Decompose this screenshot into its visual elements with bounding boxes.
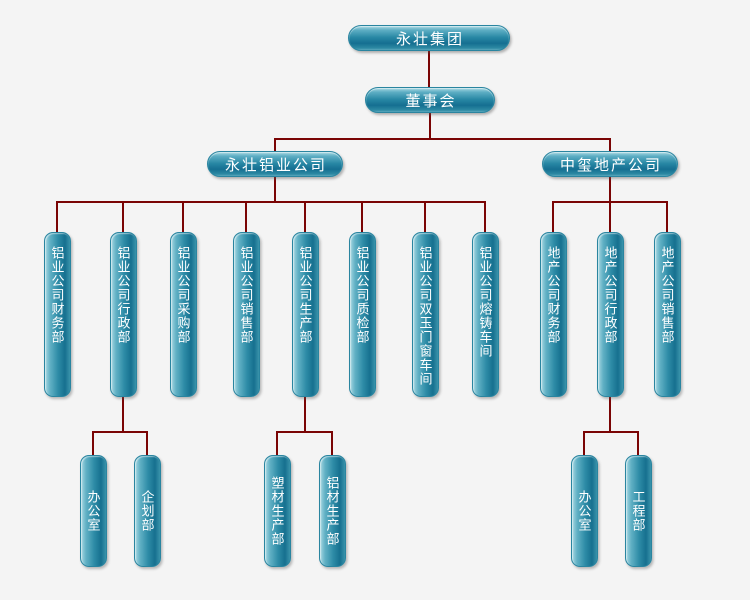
- node-label: 塑材生产部: [269, 476, 285, 546]
- node-label: 办公室: [576, 490, 592, 532]
- node-alu-casting-workshop[interactable]: 铝业公司熔铸车间: [471, 232, 499, 397]
- node-re-engineering-dept[interactable]: 工程部: [624, 455, 652, 567]
- node-board-of-directors[interactable]: 董事会: [365, 87, 495, 113]
- node-alu-planning-dept[interactable]: 企划部: [133, 455, 161, 567]
- node-aluminum-material-production-dept[interactable]: 铝材生产部: [318, 455, 346, 567]
- node-alu-qc-dept[interactable]: 铝业公司质检部: [348, 232, 376, 397]
- node-label: 铝业公司质检部: [354, 246, 370, 344]
- node-label: 铝业公司财务部: [49, 246, 65, 344]
- node-label: 地产公司行政部: [602, 246, 618, 344]
- node-label: 永壮集团: [395, 30, 464, 48]
- node-label: 铝业公司熔铸车间: [477, 246, 493, 358]
- node-alu-sales-dept[interactable]: 铝业公司销售部: [232, 232, 260, 397]
- node-re-sales-dept[interactable]: 地产公司销售部: [653, 232, 681, 397]
- node-realestate-company[interactable]: 中玺地产公司: [542, 151, 678, 177]
- node-label: 铝材生产部: [324, 476, 340, 546]
- node-label: 工程部: [630, 490, 646, 532]
- node-label: 永壮铝业公司: [224, 156, 327, 174]
- node-label: 铝业公司采购部: [175, 246, 191, 344]
- node-label: 办公室: [85, 490, 101, 532]
- node-alu-shuangyu-door-window-workshop[interactable]: 铝业公司双玉门窗车间: [411, 232, 439, 397]
- node-label: 铝业公司销售部: [238, 246, 254, 344]
- node-label: 企划部: [139, 490, 155, 532]
- node-re-office[interactable]: 办公室: [570, 455, 598, 567]
- node-label: 铝业公司行政部: [115, 246, 131, 344]
- node-re-finance-dept[interactable]: 地产公司财务部: [539, 232, 567, 397]
- node-label: 铝业公司生产部: [297, 246, 313, 344]
- node-re-admin-dept[interactable]: 地产公司行政部: [596, 232, 624, 397]
- node-alu-admin-office[interactable]: 办公室: [79, 455, 107, 567]
- node-plastic-production-dept[interactable]: 塑材生产部: [263, 455, 291, 567]
- node-yongzhuang-group[interactable]: 永壮集团: [348, 25, 510, 51]
- node-alu-finance-dept[interactable]: 铝业公司财务部: [43, 232, 71, 397]
- node-alu-admin-dept[interactable]: 铝业公司行政部: [109, 232, 137, 397]
- node-label: 地产公司财务部: [545, 246, 561, 344]
- node-alu-purchasing-dept[interactable]: 铝业公司采购部: [169, 232, 197, 397]
- node-alu-production-dept[interactable]: 铝业公司生产部: [291, 232, 319, 397]
- node-label: 地产公司销售部: [659, 246, 675, 344]
- node-label: 董事会: [405, 92, 457, 110]
- node-label: 铝业公司双玉门窗车间: [417, 246, 433, 386]
- node-label: 中玺地产公司: [559, 156, 662, 174]
- node-aluminum-company[interactable]: 永壮铝业公司: [207, 151, 343, 177]
